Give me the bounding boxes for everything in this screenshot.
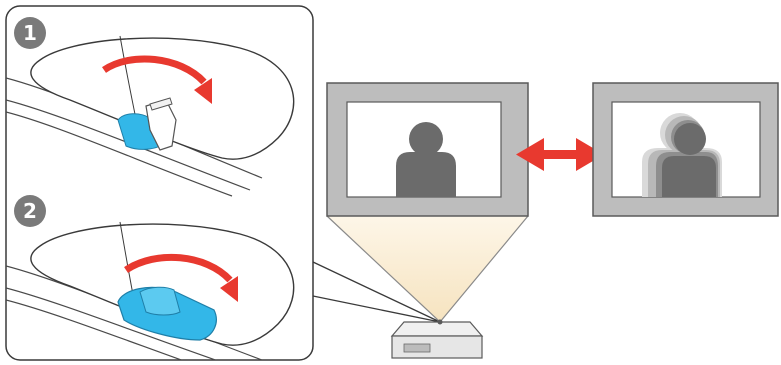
curved-arrow-head [220, 276, 238, 302]
step-1-badge: 1 [14, 17, 46, 49]
double-headed-arrow-icon [516, 138, 604, 171]
curved-arrow-head [194, 78, 212, 104]
step-1-illustration [6, 35, 295, 197]
svg-text:1: 1 [23, 21, 37, 45]
projector-icon [390, 319, 484, 359]
callout-line [312, 261, 441, 323]
instruction-panel: 1 2 [5, 5, 314, 361]
curved-arrow-icon [102, 55, 207, 85]
person-silhouette-icon [396, 122, 456, 197]
svg-text:2: 2 [23, 199, 37, 223]
focus-lever [145, 97, 177, 151]
person-silhouette-blurred-icon [642, 113, 722, 197]
focus-lever-blue [117, 286, 217, 341]
screen-sharp [326, 82, 529, 217]
curved-arrow-icon [124, 253, 233, 283]
screen-blurred [592, 82, 779, 217]
light-beam [327, 216, 528, 322]
step-2-illustration [6, 221, 295, 360]
step-2-badge: 2 [14, 195, 46, 227]
